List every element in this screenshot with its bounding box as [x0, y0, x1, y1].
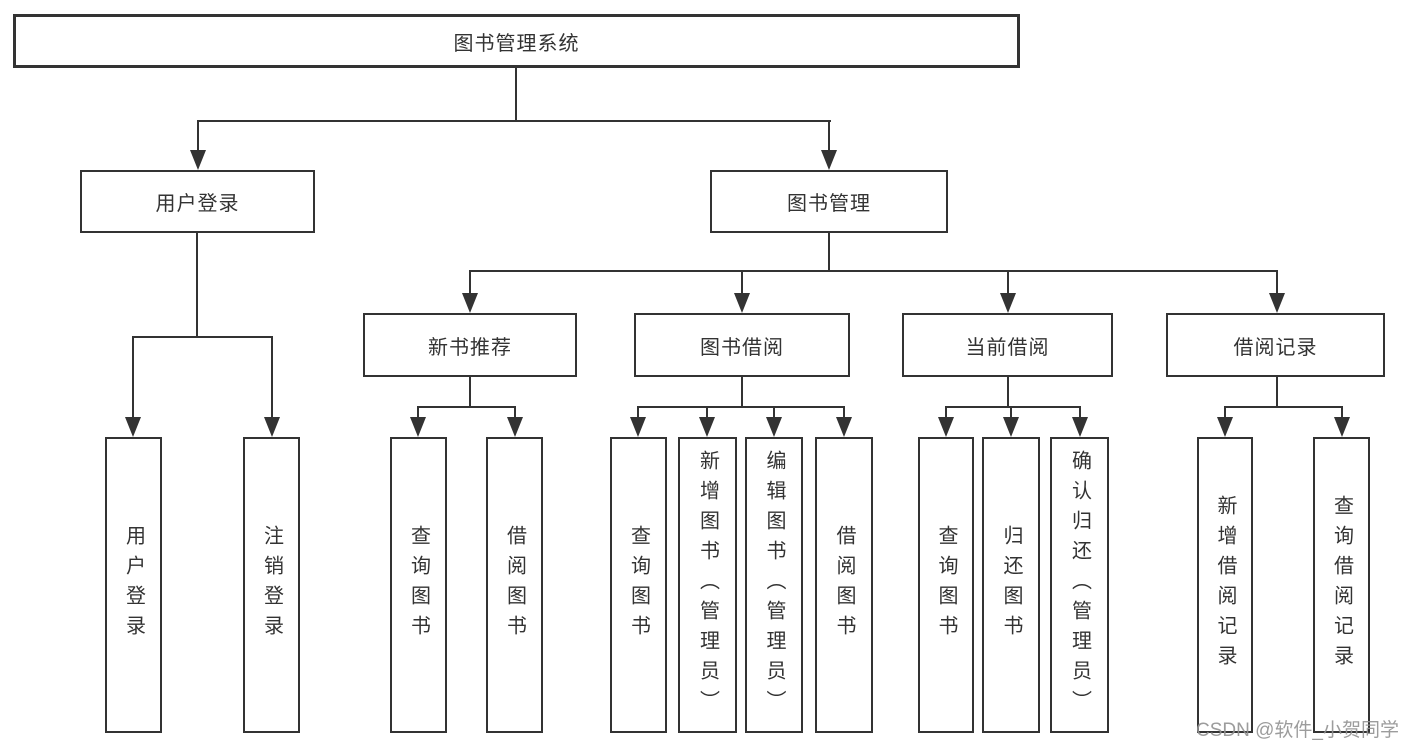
connector-userlogin-stem: [196, 233, 198, 336]
connector-br-stem: [1276, 377, 1278, 406]
arrow-down-cb-leaf3: [1072, 417, 1088, 437]
arrow-down-leaf-logout: [264, 417, 280, 437]
leaf-add-borrow-record: 新增借阅记录: [1197, 437, 1253, 733]
connector-bb-stem: [741, 377, 743, 406]
arrow-down-br-leaf1: [1217, 417, 1233, 437]
connector-to-leaf-logout: [271, 336, 273, 419]
arrow-down-bb-leaf4: [836, 417, 852, 437]
connector-bb-leaf1: [637, 406, 639, 419]
connector-to-leaf-login: [132, 336, 134, 419]
connector-to-newbooks: [469, 270, 471, 295]
connector-bb-leaf3: [773, 406, 775, 419]
arrow-down-nb-leaf2: [507, 417, 523, 437]
arrow-down-borrowrecords: [1269, 293, 1285, 313]
arrow-down-bb-leaf2: [699, 417, 715, 437]
arrow-down-bookborrow: [734, 293, 750, 313]
connector-to-bookborrow: [741, 270, 743, 295]
connector-cb-leaf1: [945, 406, 947, 419]
arrow-down-nb-leaf1: [410, 417, 426, 437]
node-new-book-recommendation: 新书推荐: [363, 313, 577, 377]
node-book-borrowing: 图书借阅: [634, 313, 850, 377]
connector-nb-leaf1: [417, 406, 419, 419]
connector-br-bus: [1224, 406, 1343, 408]
arrow-down-bb-leaf1: [630, 417, 646, 437]
connector-cb-leaf3: [1079, 406, 1081, 419]
arrow-down-book-management: [821, 150, 837, 170]
arrow-down-cb-leaf2: [1003, 417, 1019, 437]
leaf-query-books-current: 查询图书: [918, 437, 974, 733]
leaf-borrow-books-borrow: 借阅图书: [815, 437, 873, 733]
connector-br-leaf2: [1341, 406, 1343, 419]
arrow-down-user-login: [190, 150, 206, 170]
node-library-management-system: 图书管理系统: [13, 14, 1020, 68]
node-user-login: 用户登录: [80, 170, 315, 233]
connector-bookmgmt-bus: [469, 270, 1278, 272]
leaf-query-books-borrow: 查询图书: [610, 437, 667, 733]
arrow-down-bb-leaf3: [766, 417, 782, 437]
leaf-borrow-books-newbooks: 借阅图书: [486, 437, 543, 733]
connector-bb-leaf2: [706, 406, 708, 419]
connector-cb-bus: [945, 406, 1081, 408]
leaf-return-books: 归还图书: [982, 437, 1040, 733]
leaf-confirm-return-admin: 确认归还（管理员）: [1050, 437, 1109, 733]
arrow-down-currentborrow: [1000, 293, 1016, 313]
connector-bb-leaf4: [843, 406, 845, 419]
connector-bb-bus: [637, 406, 845, 408]
leaf-edit-books-admin: 编辑图书（管理员）: [745, 437, 803, 733]
node-book-management: 图书管理: [710, 170, 948, 233]
connector-root-bus: [197, 120, 831, 122]
node-borrowing-records: 借阅记录: [1166, 313, 1385, 377]
connector-cb-stem: [1007, 377, 1009, 406]
csdn-watermark: CSDN @软件_小贺同学: [1196, 720, 1399, 741]
leaf-query-borrow-record: 查询借阅记录: [1313, 437, 1370, 733]
arrow-down-newbooks: [462, 293, 478, 313]
connector-br-leaf1: [1224, 406, 1226, 419]
connector-cb-leaf2: [1010, 406, 1012, 419]
connector-newbooks-stem: [469, 377, 471, 406]
connector-newbooks-bus: [417, 406, 516, 408]
connector-to-currentborrow: [1007, 270, 1009, 295]
connector-to-book-management: [828, 120, 830, 152]
leaf-add-books-admin: 新增图书（管理员）: [678, 437, 737, 733]
connector-to-user-login: [197, 120, 199, 152]
connector-to-borrowrecords: [1276, 270, 1278, 295]
connector-root-stem: [515, 68, 517, 120]
arrow-down-leaf-login: [125, 417, 141, 437]
arrow-down-br-leaf2: [1334, 417, 1350, 437]
leaf-logout: 注销登录: [243, 437, 300, 733]
leaf-user-login: 用户登录: [105, 437, 162, 733]
connector-nb-leaf2: [514, 406, 516, 419]
connector-userlogin-bus: [132, 336, 273, 338]
arrow-down-cb-leaf1: [938, 417, 954, 437]
node-current-borrowing: 当前借阅: [902, 313, 1113, 377]
leaf-query-books-newbooks: 查询图书: [390, 437, 447, 733]
connector-bookmgmt-stem: [828, 233, 830, 270]
